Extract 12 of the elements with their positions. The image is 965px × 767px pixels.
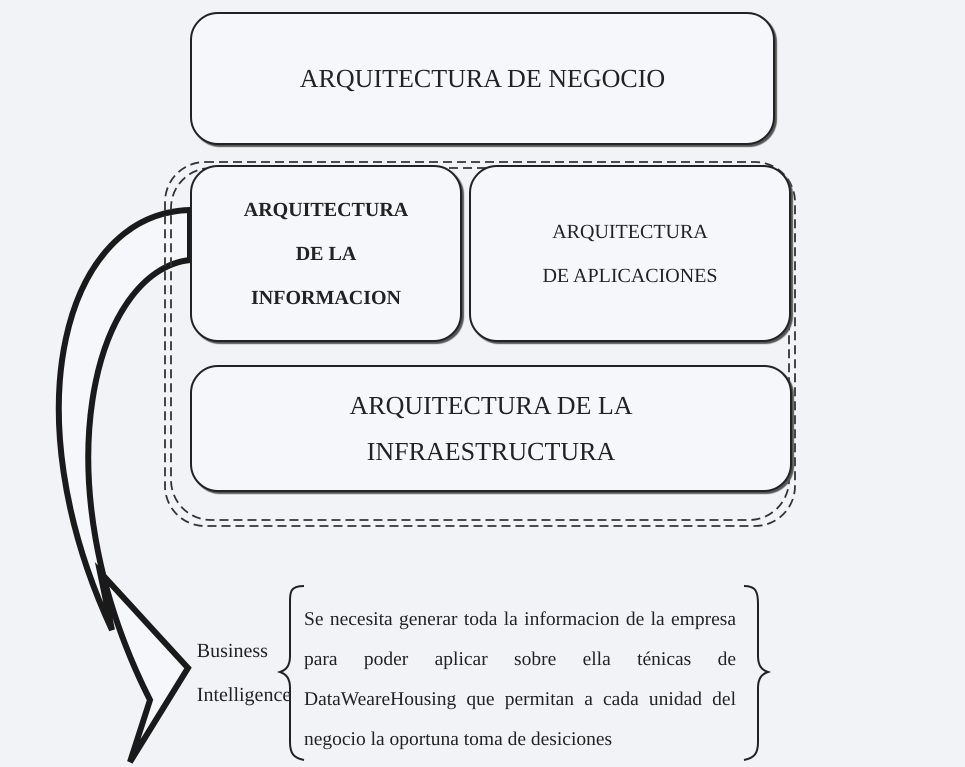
description-text: Se necesita generar toda la informacion de la empresa para poder aplicar sobre ella ténicas de DataWeareHousing que permitan a cada unidad del negocio la oportuna toma de desiciones — [304, 608, 736, 752]
box-title: ARQUITECTURA DE APLICACIONES — [541, 220, 718, 288]
box-title: ARQUITECTURA DE NEGOCIO — [300, 64, 666, 94]
dashed-group-frame — [163, 160, 797, 528]
box-title: ARQUITECTURA DE LA INFORMACION — [242, 198, 410, 310]
node-text: Business Intelligence — [196, 639, 292, 708]
process-box — [190, 365, 792, 492]
block-arrow — [56, 207, 193, 765]
process-box — [190, 12, 775, 145]
box-title: ARQUITECTURA DE LA INFRAESTRUCTURA — [348, 390, 634, 468]
process-box — [190, 165, 462, 342]
process-box — [469, 165, 791, 342]
